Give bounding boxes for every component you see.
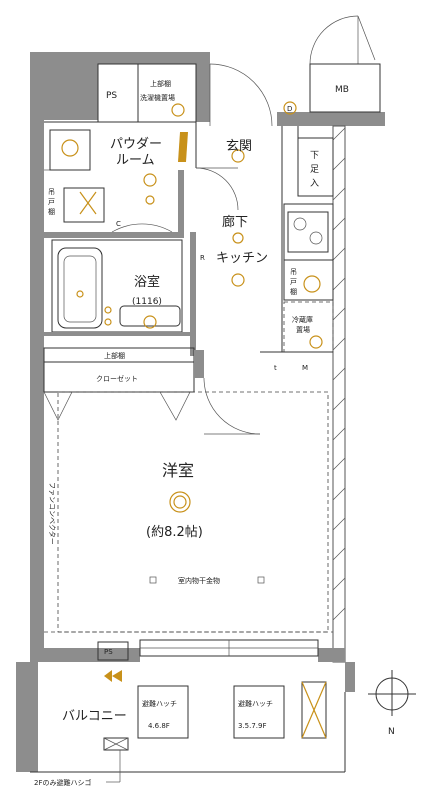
doors xyxy=(43,15,381,435)
entrance-label: 玄関 xyxy=(226,139,252,154)
d-marker: D xyxy=(287,105,292,113)
laundry-label: 洗濯機置場 xyxy=(140,93,175,102)
north-label: N xyxy=(388,727,395,737)
hatch-2-floors: 3.5.7.9F xyxy=(238,722,267,730)
kitchen-shelf-label-2: 戸 xyxy=(290,278,297,286)
powder-room-label-2: ルーム xyxy=(116,153,155,168)
kitchen-label: キッチン xyxy=(216,251,268,266)
fridge-label-1: 冷蔵庫 xyxy=(292,315,313,324)
bath-size-label: (1116) xyxy=(132,297,162,307)
wc-shelf-label-3: 棚 xyxy=(48,207,55,216)
balcony-label: バルコニー xyxy=(62,709,127,724)
exterior-walls xyxy=(16,52,385,772)
c-marker: C xyxy=(116,220,121,228)
hatch-1-title: 避難ハッチ xyxy=(142,699,177,708)
western-room-size-label: (約8.2帖) xyxy=(146,525,203,540)
m-marker: M xyxy=(302,364,308,372)
closet-label: クローゼット xyxy=(96,374,138,383)
fixtures xyxy=(49,101,329,783)
ps-bottom-label: PS xyxy=(104,648,113,656)
right-wall-hatch xyxy=(332,127,346,621)
shoe-box-label-2: 足 xyxy=(310,164,319,175)
upper-shelf-2-label: 上部棚 xyxy=(104,351,125,360)
fridge-label-2: 置場 xyxy=(296,325,310,334)
hatch-1-floors: 4.6.8F xyxy=(148,722,170,730)
indoor-dryer-label: 室内物干金物 xyxy=(178,576,220,585)
fan-coil-label: ファンコンベクター xyxy=(48,482,57,545)
room-labels: MB PS 上部棚 洗濯機置場 パウダー ルーム 玄関 下 足 入 吊 戸 棚 … xyxy=(34,79,395,787)
north-compass xyxy=(368,670,416,716)
shoe-box-label-1: 下 xyxy=(310,151,319,161)
ladder-note-label: 2Fのみ避難ハシゴ xyxy=(34,778,91,787)
hallway-label: 廊下 xyxy=(222,214,248,230)
upper-shelf-1-label: 上部棚 xyxy=(150,79,171,88)
bath-label: 浴室 xyxy=(134,274,160,290)
mb-label: MB xyxy=(335,85,349,95)
ps-top-label: PS xyxy=(106,91,117,101)
kitchen-shelf-label-3: 棚 xyxy=(290,287,297,296)
wc-shelf-label-1: 吊 xyxy=(48,188,55,196)
interior-walls xyxy=(30,63,346,773)
r-marker: R xyxy=(200,254,205,262)
kitchen-shelf-label-1: 吊 xyxy=(290,268,297,276)
western-room-label: 洋室 xyxy=(162,461,194,480)
t-marker: t xyxy=(274,364,277,372)
hatch-2-title: 避難ハッチ xyxy=(238,699,273,708)
wc-shelf-label-2: 戸 xyxy=(48,198,55,206)
shoe-box-label-3: 入 xyxy=(310,178,319,189)
powder-room-label-1: パウダー xyxy=(110,137,162,152)
